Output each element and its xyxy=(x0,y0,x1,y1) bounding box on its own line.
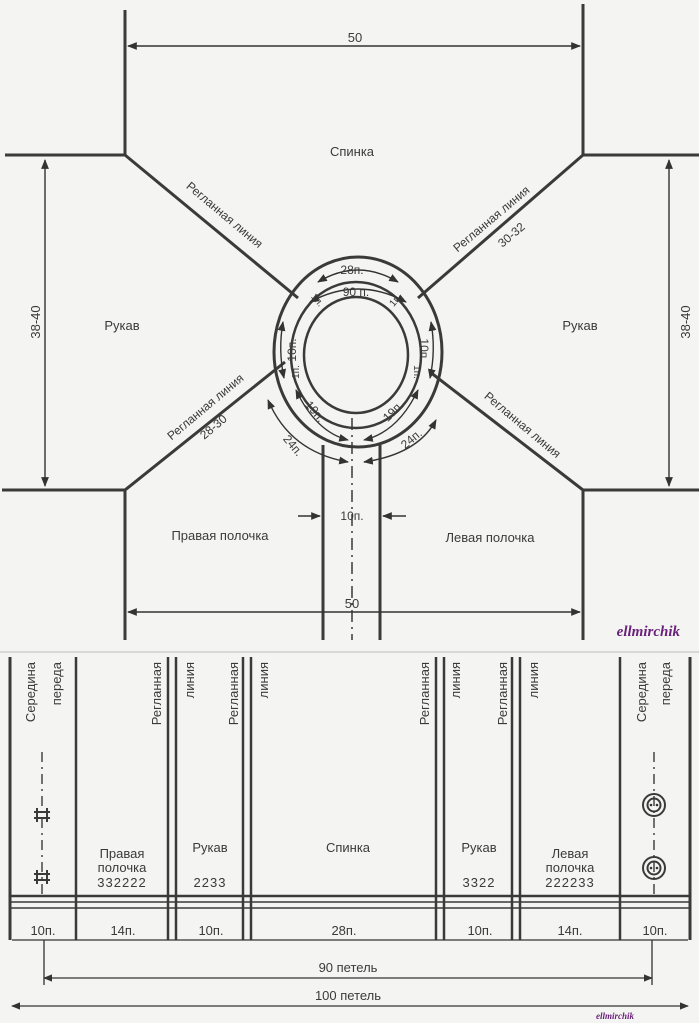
center-front-label-l2: переда xyxy=(49,661,64,705)
neck-1-c: 1п. xyxy=(291,365,302,379)
raglan-upper-left xyxy=(124,153,299,300)
side-left-label: 38-40 xyxy=(28,305,43,338)
neck-90: 90 п. xyxy=(343,285,370,299)
total-100-label: 100 петель xyxy=(315,988,381,1003)
top-diagram xyxy=(2,4,699,640)
neck-28: 28п. xyxy=(340,263,363,277)
left-front-l1: Левая xyxy=(552,846,589,861)
count-6: 14п. xyxy=(557,923,582,938)
neck-outer-ring xyxy=(272,255,444,449)
center-front-label-l1: Середина xyxy=(23,661,38,722)
dim-bottom-label: 50 xyxy=(345,596,359,611)
raglan-upper-right xyxy=(417,153,584,300)
back-label: Спинка xyxy=(330,144,375,159)
sleeve-left-l2: 2233 xyxy=(194,875,227,890)
front-left-label: Левая полочка xyxy=(445,530,535,545)
count-3: 10п. xyxy=(198,923,223,938)
arc-24-right xyxy=(363,419,437,465)
center-front-label-r2: переда xyxy=(658,661,673,705)
left-front-l2: полочка xyxy=(546,860,595,875)
left-front-l3: 222233 xyxy=(545,875,594,890)
sleeve-right-l1: Рукав xyxy=(461,840,496,855)
button-icon xyxy=(642,793,666,880)
sleeve-right-l2: 3322 xyxy=(463,875,496,890)
count-4: 28п. xyxy=(331,923,356,938)
bottom-diagram xyxy=(8,657,692,940)
raglan-label-2: Регланная xyxy=(226,662,241,725)
raglan-label-4: Регланная xyxy=(495,662,510,725)
placket-label: 10п. xyxy=(340,509,363,523)
center-front-label-r1: Середина xyxy=(634,661,649,722)
count-2: 14п. xyxy=(110,923,135,938)
neck-opening xyxy=(302,295,410,415)
neck-10-right: 10п. xyxy=(417,338,431,361)
raglan-label-3: Регланная xyxy=(417,662,432,725)
back-label-bottom: Спинка xyxy=(326,840,371,855)
buttonhole-marks xyxy=(34,808,50,884)
neck-10-left: 10п. xyxy=(285,338,299,361)
neck-1-a: 1п. xyxy=(308,292,325,310)
arc-10-left xyxy=(277,321,286,379)
line-label-1: линия xyxy=(182,662,197,698)
raglan-lr-label: Регланная линия xyxy=(482,389,564,461)
side-right-label: 38-40 xyxy=(678,305,693,338)
front-right-label: Правая полочка xyxy=(171,528,269,543)
neck-24-right: 24п. xyxy=(398,426,425,452)
right-front-l3: 332222 xyxy=(97,875,146,890)
line-label-3: линия xyxy=(448,662,463,698)
right-front-l2: полочка xyxy=(98,860,147,875)
watermark-top: ellmirchik xyxy=(617,624,681,640)
sleeve-right-label: Рукав xyxy=(562,318,597,333)
sleeve-left-label: Рукав xyxy=(104,318,139,333)
neck-1-d: 1п. xyxy=(411,365,422,379)
count-7: 10п. xyxy=(642,923,667,938)
arc-24-left xyxy=(267,399,349,465)
count-5: 10п. xyxy=(467,923,492,938)
raglan-lower-left xyxy=(124,360,286,492)
dim-top-label: 50 xyxy=(348,30,362,45)
watermark-bottom: ellmirchik xyxy=(596,1011,634,1021)
neck-24-left: 24п. xyxy=(280,432,306,459)
raglan-lower-right xyxy=(429,370,584,492)
total-90-label: 90 петель xyxy=(319,960,378,975)
sleeve-left-l1: Рукав xyxy=(192,840,227,855)
arc-10-right xyxy=(428,321,437,379)
right-front-l1: Правая xyxy=(100,846,145,861)
line-label-4: линия xyxy=(526,662,541,698)
raglan-ur-label: Регланная линия xyxy=(450,183,532,255)
arc-28 xyxy=(317,269,399,283)
line-label-2: линия xyxy=(256,662,271,698)
raglan-ur-num: 30-32 xyxy=(495,220,528,251)
raglan-label-1: Регланная xyxy=(149,662,164,725)
arc-90 xyxy=(309,288,407,303)
count-1: 10п. xyxy=(30,923,55,938)
